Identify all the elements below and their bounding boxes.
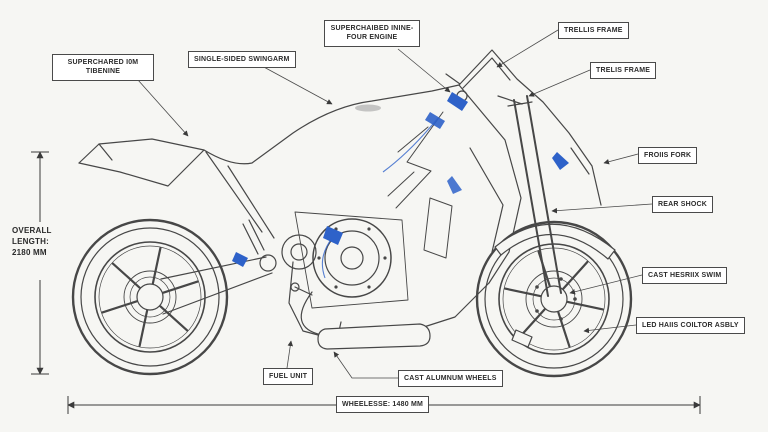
overall-length-dimension-line: [31, 151, 49, 375]
leader-single-sided-swingarm: [261, 65, 333, 105]
leader-fuel-unit: [286, 340, 294, 369]
leader-lines: [137, 29, 653, 379]
leader-led-headlight: [583, 324, 637, 334]
leader-supercharged-inline-four: [397, 48, 451, 93]
tank-logo: [355, 104, 381, 112]
rear-wheel-spokes: [101, 246, 199, 348]
clutch-cover-bolts: [317, 227, 387, 289]
leader-supercharged-engine-left: [137, 79, 189, 137]
label-front-fork: FROIIS FORK: [638, 147, 698, 165]
engine: [281, 211, 409, 309]
label-supercharged-inline-four: SUPERCHAIBED ININE-FOUR ENGINE: [324, 20, 420, 47]
rear-wheel: [71, 218, 229, 376]
front-fender: [494, 223, 616, 260]
leader-cast-wheels: [333, 351, 398, 379]
motorcycle-drawing: [71, 49, 633, 378]
label-supercharged-engine-left: SUPERCHARED I0M TIBENINE: [52, 54, 154, 81]
label-led-headlight: LED HAIIS COILTOR ASBLY: [636, 317, 745, 335]
overall-length-text: OVERALL LENGTH: 2180 MM: [12, 226, 52, 257]
leader-trellis-frame-right: [528, 69, 591, 97]
label-cast-wheels: CAST ALUMNUM WHEELS: [398, 370, 503, 388]
exhaust: [300, 291, 431, 350]
brake-rotor-bolts: [535, 277, 577, 321]
label-trellis-frame-top: TRELLIS FRAME: [558, 22, 629, 40]
highlight-accents: [232, 92, 569, 279]
leader-cast-swingarm: [569, 274, 643, 295]
front-fork-part: [497, 95, 562, 297]
rear-shock-part: [242, 219, 265, 255]
leader-front-fork: [603, 153, 639, 165]
leader-rear-shock: [551, 203, 653, 214]
dimension-lines: [31, 151, 701, 414]
label-rear-shock: REAR SHOCK: [652, 196, 714, 214]
front-brake-caliper: [511, 329, 533, 348]
label-single-sided-swingarm: SINGLE-SIDED SWINGARM: [188, 51, 296, 69]
label-wheelbase: WHEELESSE: 1480 MM: [336, 396, 430, 414]
label-trellis-frame-right: TRELIS FRAME: [590, 62, 657, 80]
label-fuel-unit: FUEL UNIT: [263, 368, 314, 386]
swingarm: [160, 254, 277, 315]
trellis-frame-lines: [387, 111, 453, 259]
bodywork: [78, 49, 602, 341]
leader-trellis-frame-top: [496, 29, 559, 68]
label-cast-swingarm: CAST HESRIIX SWIM: [642, 267, 728, 285]
